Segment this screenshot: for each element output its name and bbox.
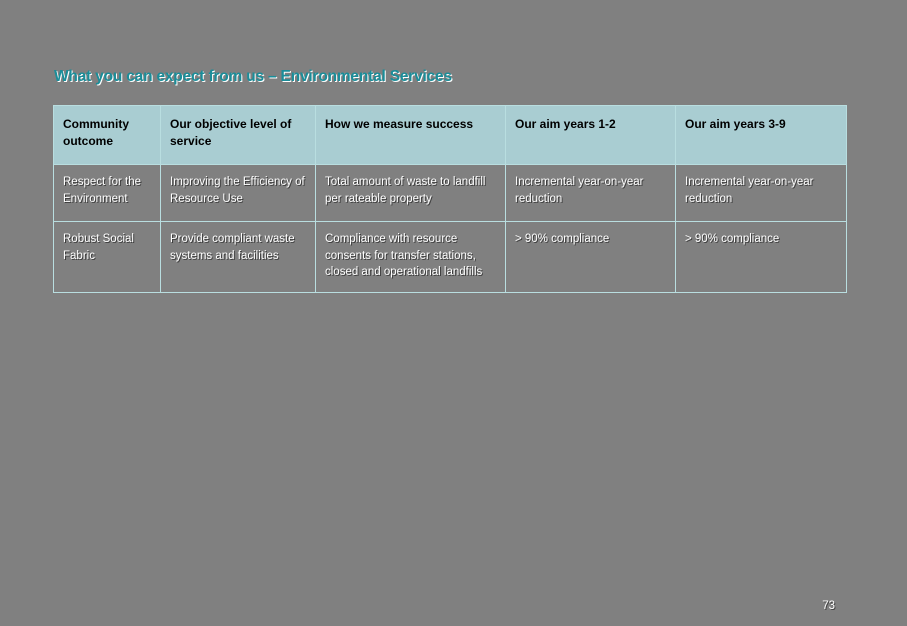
table-body: Respect for the Environment Improving th… xyxy=(53,164,847,294)
column-header-community-outcome: Community outcome xyxy=(53,104,161,166)
expectations-table-container: Community outcome Our objective level of… xyxy=(53,104,847,294)
table-header: Community outcome Our objective level of… xyxy=(53,104,847,166)
expectations-table: Community outcome Our objective level of… xyxy=(53,104,847,294)
cell-aim-years-1-2: > 90% compliance xyxy=(505,221,676,294)
column-header-how-we-measure-success: How we measure success xyxy=(315,104,506,166)
column-header-aim-years-1-2: Our aim years 1-2 xyxy=(505,104,676,166)
cell-aim-years-3-9: > 90% compliance xyxy=(675,221,847,294)
cell-objective-level-of-service: Improving the Efficiency of Resource Use xyxy=(160,164,316,223)
cell-community-outcome: Respect for the Environment xyxy=(53,164,161,223)
table-header-row: Community outcome Our objective level of… xyxy=(53,104,847,166)
cell-community-outcome: Robust Social Fabric xyxy=(53,221,161,294)
cell-aim-years-3-9: Incremental year-on-year reduction xyxy=(675,164,847,223)
cell-how-we-measure-success: Compliance with resource consents for tr… xyxy=(315,221,506,294)
cell-objective-level-of-service: Provide compliant waste systems and faci… xyxy=(160,221,316,294)
table-row: Robust Social Fabric Provide compliant w… xyxy=(53,221,847,294)
cell-how-we-measure-success: Total amount of waste to landfill per ra… xyxy=(315,164,506,223)
page-number: 73 xyxy=(822,600,835,612)
cell-aim-years-1-2: Incremental year-on-year reduction xyxy=(505,164,676,223)
column-header-objective-level-of-service: Our objective level of service xyxy=(160,104,316,166)
column-header-aim-years-3-9: Our aim years 3-9 xyxy=(675,104,847,166)
page-title: What you can expect from us – Environmen… xyxy=(54,68,452,85)
table-row: Respect for the Environment Improving th… xyxy=(53,164,847,223)
